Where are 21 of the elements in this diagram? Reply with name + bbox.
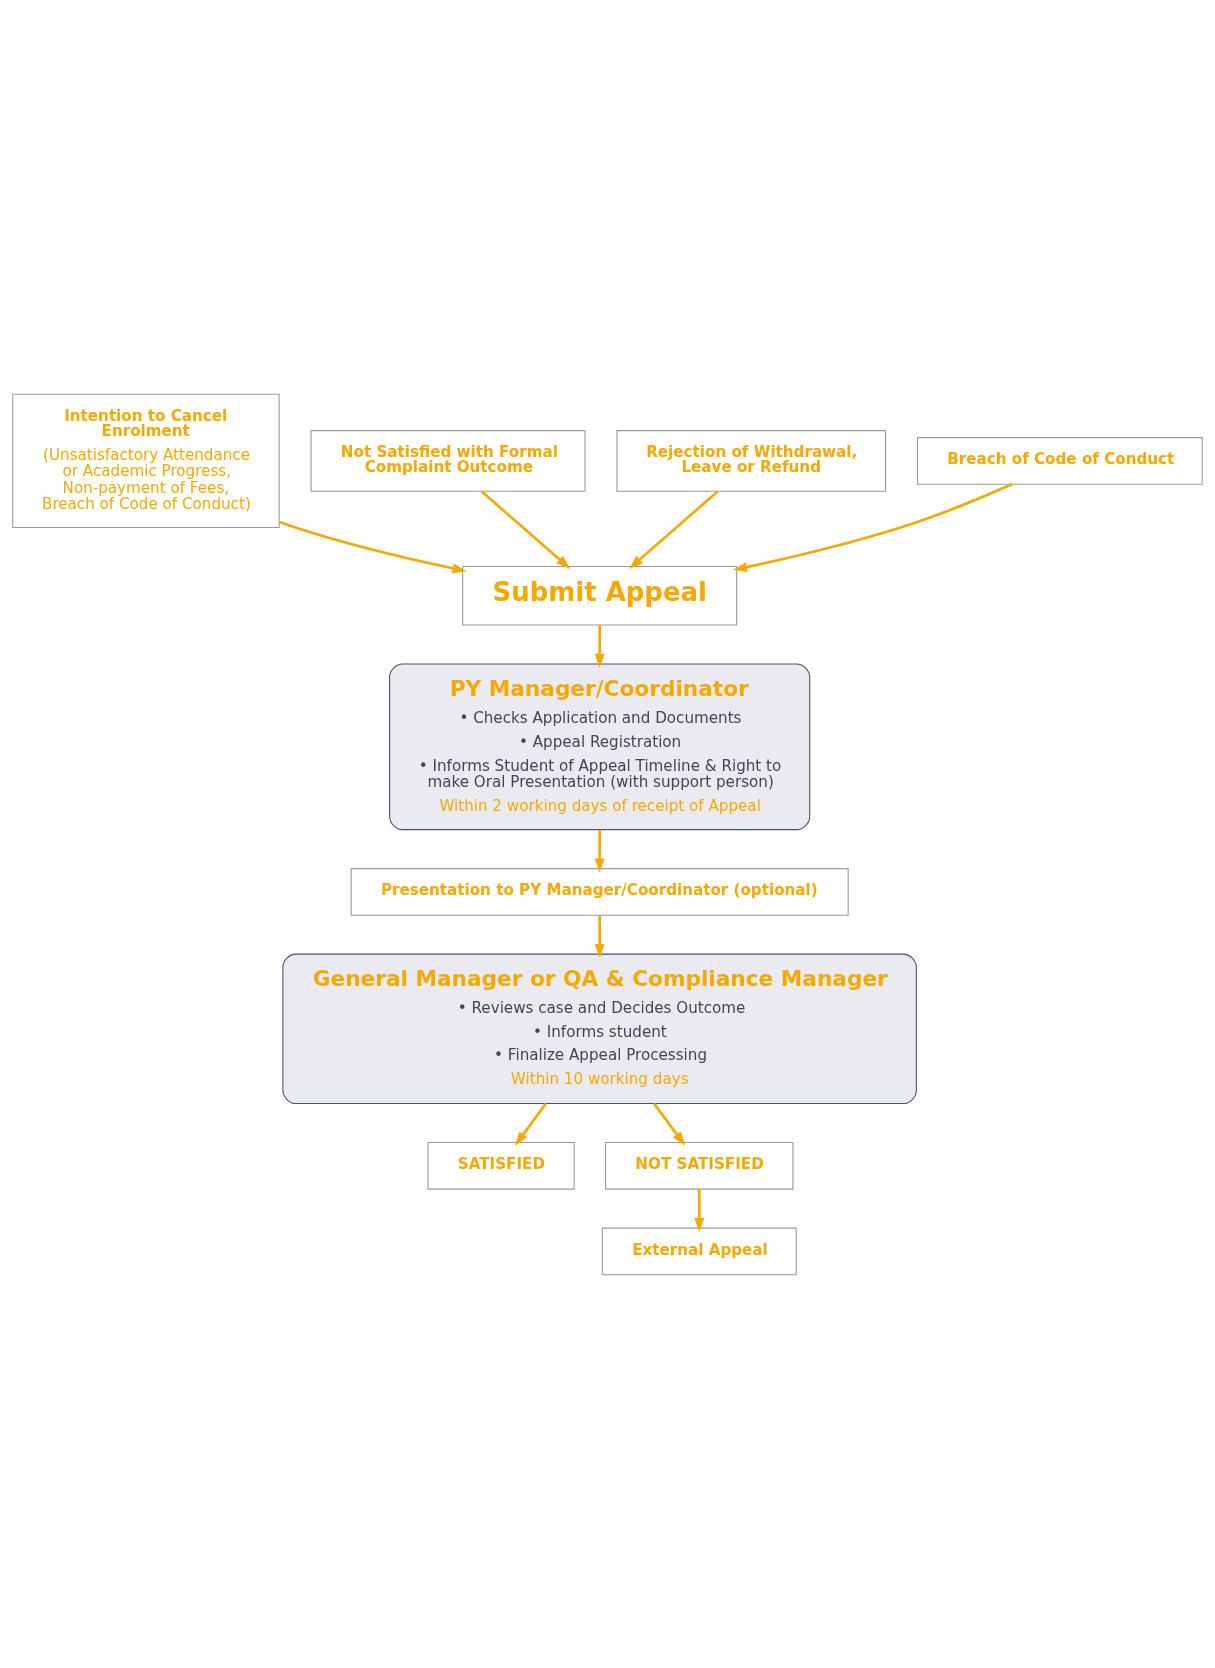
node-box: Breach of Code of Conduct — [916, 436, 1203, 485]
node-box: SATISFIED — [427, 1141, 575, 1190]
node-box: Rejection of Withdrawal, Leave or Refund — [616, 429, 887, 492]
arrow — [629, 489, 719, 569]
node-box: External Appeal — [601, 1227, 797, 1275]
node-box: NOT SATISFIED — [605, 1141, 794, 1190]
node-box: General Manager or QA & Compliance Manager • Reviews case and Decides Outcome • Informs student • Finalize Appeal Processing Within 10 working days — [282, 953, 917, 1104]
arrow — [594, 829, 605, 873]
node-box: Intention to Cancel Enrolment (Unsatisfactory Attendance or Academic Progress, Non-payment of Fees, Breach of Code of Conduct) — [12, 393, 280, 528]
node-box: Not Satisfied with Formal Complaint Outcome — [310, 429, 586, 492]
arrow — [653, 1102, 686, 1146]
arrow — [732, 482, 1013, 572]
node-box: Submit Appeal — [462, 565, 738, 625]
arrow — [594, 624, 605, 668]
arrow — [279, 520, 467, 573]
arrow — [480, 489, 571, 569]
node-box: PY Manager/Coordinator • Checks Application and Documents • Appeal Registration • Informs Student of Appeal Timeline & Right to make Oral Presentation (with support person) Within 2 working days of receipt of Appeal — [389, 662, 811, 830]
arrow — [694, 1188, 705, 1232]
arrow — [594, 914, 605, 958]
arrow — [515, 1102, 547, 1146]
node-box: Presentation to PY Manager/Coordinator (optional) — [350, 867, 849, 916]
